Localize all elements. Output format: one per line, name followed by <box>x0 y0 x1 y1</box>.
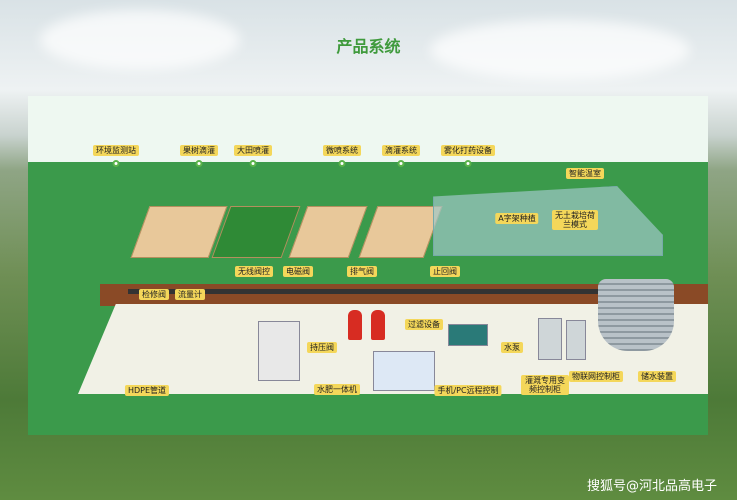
label-wireless-valve: 无线阀控 <box>235 266 273 278</box>
water-pump <box>448 324 488 346</box>
watermark: 搜狐号@河北品高电子 <box>586 479 717 494</box>
label-pressure-valve: 持压阀 <box>307 342 337 354</box>
label-field-sprinkler: 大田喷灌 <box>234 145 272 157</box>
page-title: 产品系统 <box>336 37 401 56</box>
label-service-valve: 检修阀 <box>139 289 169 301</box>
label-vfd-cabinet: 灌溉专用变频控制柜 <box>521 375 569 396</box>
label-spray-equipment: 雾化打药设备 <box>441 145 495 157</box>
iot-cabinet <box>566 320 586 360</box>
label-orchard-drip: 果树滴灌 <box>180 145 218 157</box>
marker-dot <box>338 160 346 167</box>
marker-dot <box>249 160 257 167</box>
main-pipe <box>128 289 628 294</box>
label-soilless: 无土栽培荷兰模式 <box>552 210 598 231</box>
label-flow-meter: 流量计 <box>175 289 205 301</box>
greenhouse <box>433 186 663 256</box>
label-smart-greenhouse: 智能温室 <box>566 168 604 180</box>
label-check-valve: 止回阀 <box>430 266 460 278</box>
sky-band <box>28 96 708 162</box>
label-hdpe: HDPE管道 <box>124 385 170 397</box>
orchard-field <box>130 206 228 258</box>
vfd-cabinet <box>538 318 562 360</box>
label-fertigation: 水肥一体机 <box>314 384 360 396</box>
label-pump: 水泵 <box>501 342 523 354</box>
monitor <box>373 351 435 391</box>
label-env-station: 环境监测站 <box>93 145 139 157</box>
cloud <box>40 10 240 70</box>
label-exhaust-valve: 排气阀 <box>347 266 377 278</box>
label-filter: 过滤设备 <box>405 319 443 331</box>
filter-tank <box>348 310 362 340</box>
filter-tank <box>371 310 385 340</box>
marker-dot <box>397 160 405 167</box>
label-micro-spray: 微喷系统 <box>323 145 361 157</box>
sprinkler-field <box>211 206 301 258</box>
cloud <box>430 20 690 80</box>
micro-spray-field <box>288 206 368 258</box>
marker-dot <box>195 160 203 167</box>
marker-dot <box>464 160 472 167</box>
label-a-frame: A字架种植 <box>495 213 539 225</box>
label-solenoid-valve: 电磁阀 <box>283 266 313 278</box>
label-drip-system: 滴灌系统 <box>382 145 420 157</box>
drip-field <box>358 206 443 258</box>
storage-tank <box>598 279 674 351</box>
label-remote: 手机/PC远程控制 <box>434 385 502 397</box>
label-iot-cabinet: 物联网控制柜 <box>569 371 623 383</box>
fertigation-machine <box>258 321 300 381</box>
marker-dot <box>112 160 120 167</box>
label-storage: 储水装置 <box>638 371 676 383</box>
